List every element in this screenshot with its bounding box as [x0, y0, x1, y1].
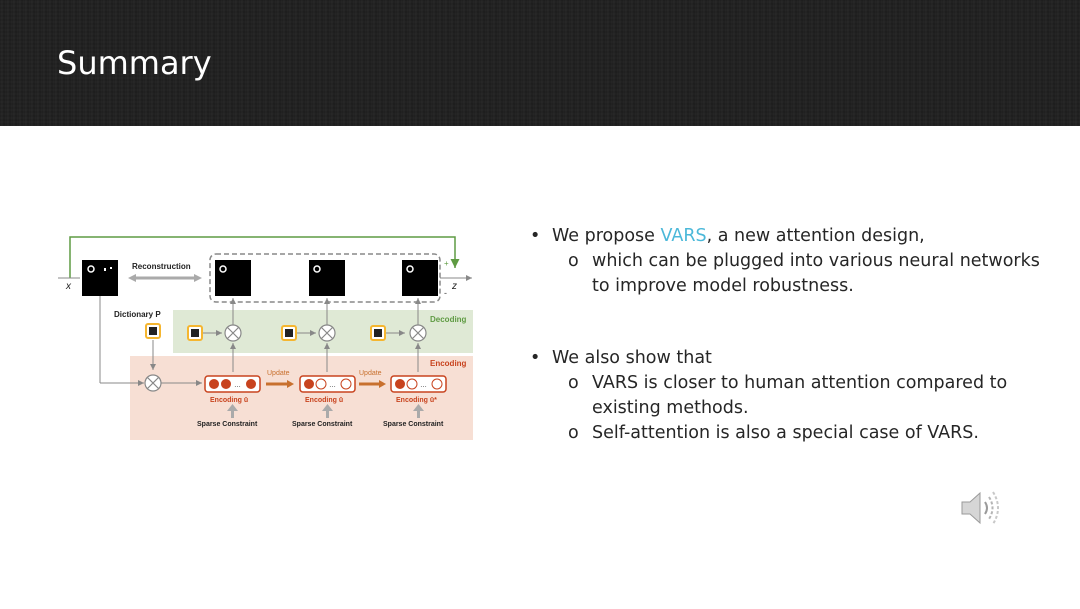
- input-image: [82, 260, 118, 296]
- x-label: x: [65, 281, 72, 292]
- bullet-propose: We propose VARS, a new attention design,: [530, 224, 1050, 249]
- sub-bullet-human-attention: VARS is closer to human attention compar…: [530, 371, 1050, 421]
- sparse-constraint-1: Sparse Constraint: [197, 421, 258, 428]
- reconstruction-label: Reconstruction: [132, 262, 191, 271]
- encoding-u-label-2: Encoding ū: [305, 397, 343, 404]
- minus-sign: -: [444, 288, 447, 298]
- svg-text:…: …: [234, 382, 241, 389]
- bullet-list: We propose VARS, a new attention design,…: [530, 224, 1050, 446]
- reconstruction-loop: [69, 236, 460, 278]
- dictionary-label: Dictionary P: [114, 310, 161, 319]
- title-bar: [0, 0, 1080, 126]
- sparse-constraint-2: Sparse Constraint: [292, 421, 353, 428]
- encoding-box-2: …: [299, 375, 356, 393]
- recon-image-3: [402, 260, 438, 296]
- bullet-show: We also show that: [530, 346, 1050, 371]
- recon-image-1: [215, 260, 251, 296]
- vars-diagram: + - x Reconstruction z Dictionary P: [50, 230, 490, 445]
- sub-bullet-self-attention: Self-attention is also a special case of…: [530, 421, 1050, 446]
- decoding-label: Decoding: [430, 315, 467, 324]
- recon-image-2: [309, 260, 345, 296]
- z-label: z: [451, 281, 457, 292]
- decode-step-2: [281, 298, 336, 372]
- encoding-u-label-1: Encoding ū: [210, 397, 248, 404]
- vars-highlight: VARS: [660, 226, 707, 246]
- encoding-u-star-label: Encoding ū*: [396, 397, 437, 404]
- encoding-box-1: …: [204, 375, 261, 393]
- slide-title: Summary: [57, 44, 212, 82]
- decode-step-3: [370, 298, 427, 372]
- speaker-icon[interactable]: [958, 486, 1004, 534]
- encoding-box-3: …: [390, 375, 447, 393]
- sparse-constraint-3: Sparse Constraint: [383, 421, 444, 428]
- encoding-band: [130, 356, 473, 440]
- encode-multiply-node: [144, 374, 162, 392]
- svg-text:…: …: [329, 382, 336, 389]
- update-label-2: Update: [359, 370, 382, 377]
- decode-step-1: [187, 298, 242, 372]
- plus-sign: +: [444, 259, 449, 268]
- svg-text:…: …: [420, 382, 427, 389]
- output-group-box: [209, 253, 441, 303]
- update-label-1: Update: [267, 370, 290, 377]
- encoding-label: Encoding: [430, 359, 467, 368]
- sub-bullet-plugged: which can be plugged into various neural…: [530, 249, 1050, 299]
